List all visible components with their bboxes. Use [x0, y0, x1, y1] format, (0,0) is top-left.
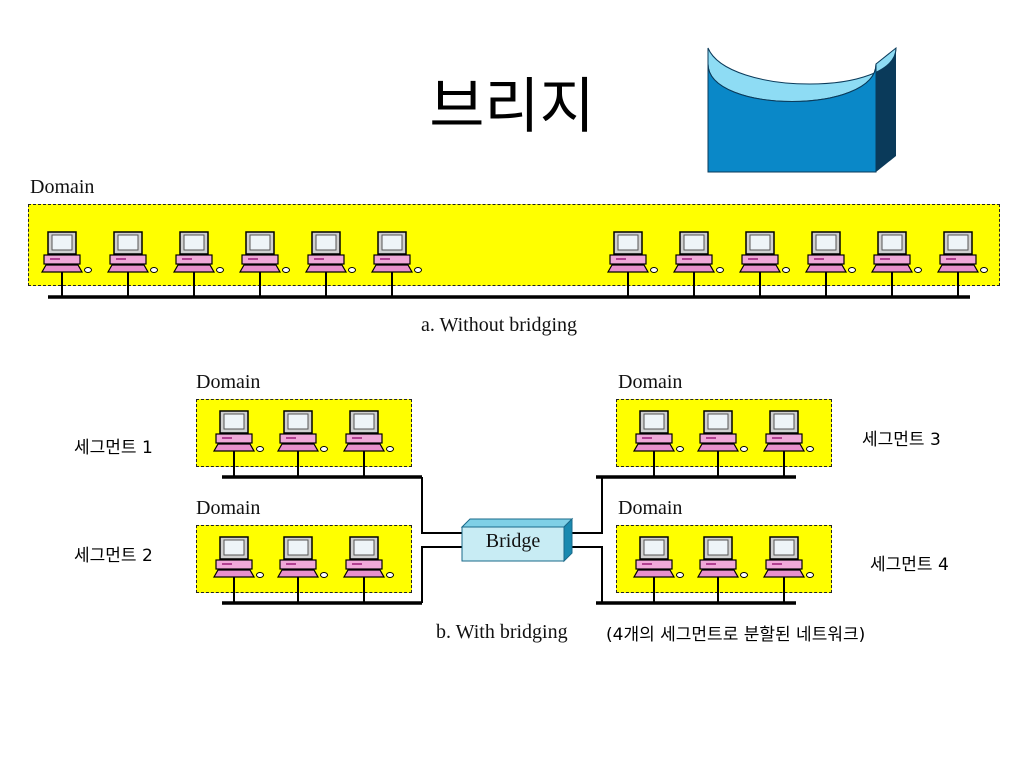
bridge-device-icon	[707, 46, 897, 173]
computer-icon	[696, 410, 748, 477]
domain-label-3: Domain	[618, 371, 683, 393]
computer-icon	[738, 231, 790, 297]
domain-label-1: Domain	[196, 371, 261, 393]
computer-icon	[212, 410, 264, 477]
page-title: 브리지	[429, 72, 595, 142]
computer-icon	[212, 536, 264, 603]
computer-icon	[632, 410, 684, 477]
computer-icon	[342, 410, 394, 477]
computer-icon	[632, 536, 684, 603]
caption-a: a. Without bridging	[421, 314, 578, 336]
computer-icon	[276, 410, 328, 477]
domain-label-2: Domain	[196, 497, 261, 519]
segment-label-1: 세그먼트 1	[74, 438, 153, 458]
computer-icon	[606, 231, 658, 297]
computer-icon	[762, 536, 814, 603]
computer-icon	[304, 231, 356, 297]
computer-icon	[762, 410, 814, 477]
computer-icon	[40, 231, 92, 297]
caption-b: b. With bridging	[436, 621, 568, 643]
computer-icon	[172, 231, 224, 297]
computer-icon	[342, 536, 394, 603]
domain-label-a: Domain	[30, 176, 95, 198]
caption-b-note: (4개의 세그먼트로 분할된 네트워크)	[606, 625, 866, 645]
computer-icon	[672, 231, 724, 297]
computer-icon	[370, 231, 422, 297]
computer-icon	[106, 231, 158, 297]
computer-icon	[870, 231, 922, 297]
computer-icon	[936, 231, 988, 297]
domain-label-4: Domain	[618, 497, 683, 519]
computer-icon	[696, 536, 748, 603]
segment-label-4: 세그먼트 4	[870, 555, 949, 575]
computer-icon	[804, 231, 856, 297]
segment-label-3: 세그먼트 3	[862, 430, 941, 450]
bridge-label: Bridge	[485, 530, 541, 552]
computer-icon	[238, 231, 290, 297]
segment-label-2: 세그먼트 2	[74, 546, 153, 566]
computer-icon	[276, 536, 328, 603]
